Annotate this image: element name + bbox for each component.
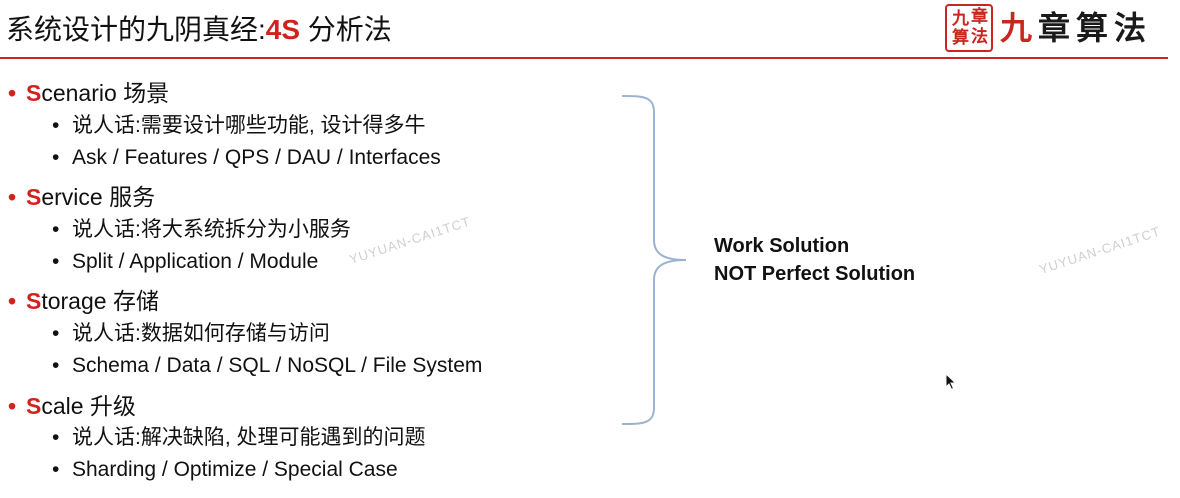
section-label: torage 存储 [41,288,159,314]
section-scenario: • Scenario 场景 [8,78,169,108]
title-divider [0,57,1168,59]
list-item-text: Schema / Data / SQL / NoSQL / File Syste… [72,354,483,377]
list-item: • Sharding / Optimize / Special Case [52,456,398,484]
section-label: ervice 服务 [41,184,156,210]
list-item-text: Sharding / Optimize / Special Case [72,458,398,481]
section-initial: S [26,288,42,314]
conclusion-line-1: Work Solution [714,235,850,257]
section-initial: S [26,184,42,210]
list-item-text: 说人话:解决缺陷, 处理可能遇到的问题 [72,426,426,449]
seal-char-3: 算 [952,28,969,48]
section-label: cale 升级 [41,393,136,419]
logo-char-4: 法 [1114,9,1153,47]
seal-char-4: 法 [971,27,988,47]
list-item-text: 说人话:需要设计哪些功能, 设计得多牛 [72,114,426,137]
bullet-icon: • [8,80,17,106]
section-initial: S [26,80,42,106]
list-item: • Schema / Data / SQL / NoSQL / File Syst… [52,352,482,380]
mouse-cursor-icon [945,373,957,391]
bullet-icon: • [52,218,60,241]
list-item-text: Split / Application / Module [72,250,319,273]
logo-char-2: 章 [1038,9,1077,47]
logo-char-3: 算 [1076,9,1115,47]
list-item: • 说人话:将大系统拆分为小服务 [52,216,351,244]
bullet-icon: • [52,426,60,449]
section-scale: • Scale 升级 [8,391,136,421]
list-item: • 说人话:解决缺陷, 处理可能遇到的问题 [52,424,426,452]
bullet-icon: • [52,146,60,169]
slide-title: 系统设计的九阴真经:4S 分析法 [6,12,392,48]
list-item: • 说人话:需要设计哪些功能, 设计得多牛 [52,112,426,140]
title-suffix: 分析法 [300,14,392,45]
bullet-icon: • [52,354,60,377]
list-item-text: 说人话:数据如何存储与访问 [72,322,330,345]
list-item-text: Ask / Features / QPS / DAU / Interfaces [72,146,441,169]
bullet-icon: • [8,393,17,419]
section-service: • Service 服务 [8,182,155,212]
list-item-text: 说人话:将大系统拆分为小服务 [72,218,351,241]
bullet-icon: • [8,184,17,210]
list-item: • 说人话:数据如何存储与访问 [52,320,330,348]
title-prefix: 系统设计的九阴真经: [6,14,266,45]
logo-seal: 九 章 算 法 [945,4,993,52]
seal-char-2: 章 [971,7,988,27]
right-brace-icon [621,95,687,425]
bullet-icon: • [52,322,60,345]
watermark: YUYUAN-CAI1TCT [1037,223,1163,277]
section-storage: • Storage 存储 [8,286,159,316]
bullet-icon: • [8,288,17,314]
seal-char-1: 九 [952,9,969,29]
title-highlight: 4S [265,14,301,45]
watermark: YUYUAN-CAI1TCT [347,213,473,267]
logo-char-1: 九 [1000,9,1039,47]
list-item: • Ask / Features / QPS / DAU / Interfaces [52,144,441,172]
section-initial: S [26,393,42,419]
logo-text: 九章算法 [1000,6,1152,50]
bullet-icon: • [52,458,60,481]
section-label: cenario 场景 [41,80,170,106]
list-item: • Split / Application / Module [52,248,318,276]
conclusion-line-2: NOT Perfect Solution [714,263,916,285]
bullet-icon: • [52,114,60,137]
bullet-icon: • [52,250,60,273]
